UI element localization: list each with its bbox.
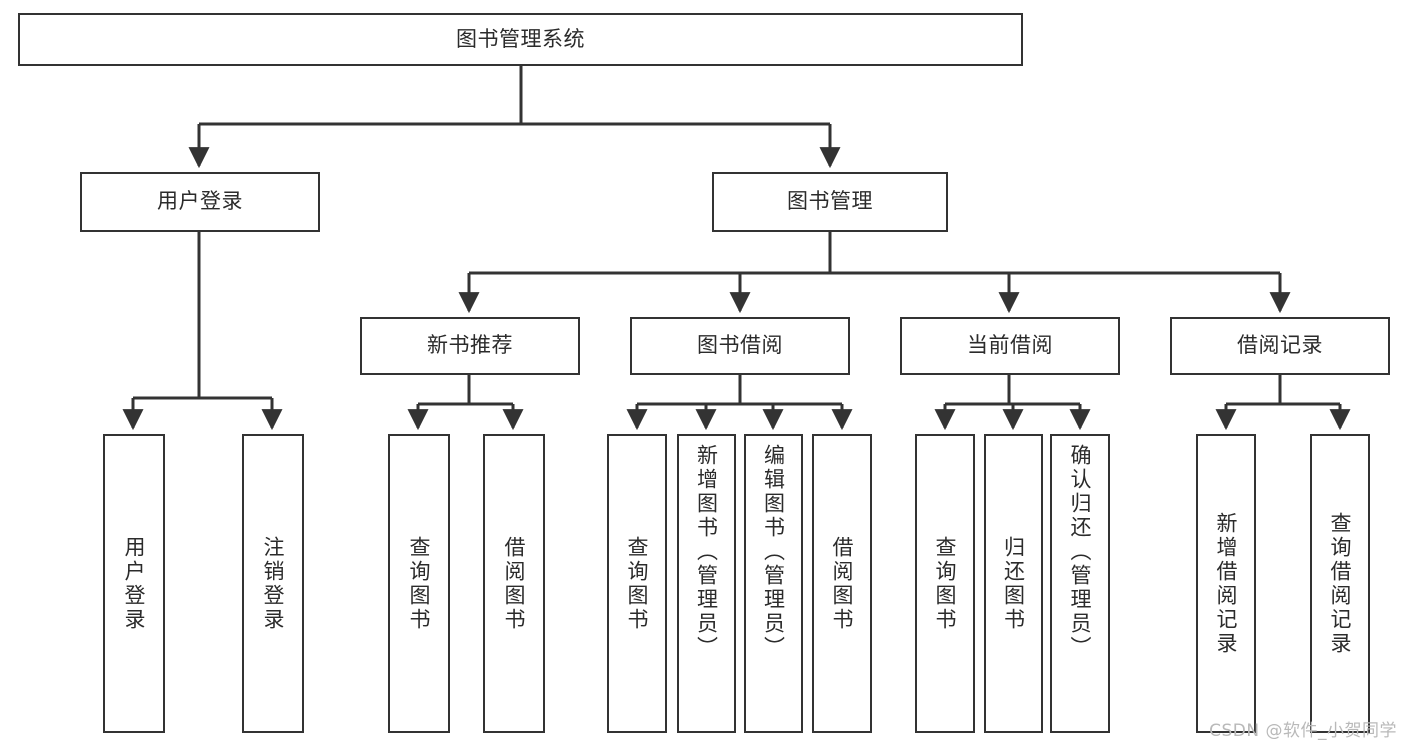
node-book-borrow[interactable]: 图书借阅 (630, 317, 850, 375)
leaf-add-book[interactable]: 新增图书（管理员） (677, 434, 736, 733)
leaf-borrow-book-2[interactable]: 借阅图书 (812, 434, 872, 733)
leaf-user-login[interactable]: 用户登录 (103, 434, 165, 733)
node-user-login-label: 用户登录 (157, 189, 243, 214)
leaf-confirm-return-label: 确认归还（管理员） (1068, 444, 1093, 660)
leaf-logout-login[interactable]: 注销登录 (242, 434, 304, 733)
node-current-borrow-label: 当前借阅 (967, 333, 1053, 358)
node-new-book-recommend[interactable]: 新书推荐 (360, 317, 580, 375)
leaf-query-book-3[interactable]: 查询图书 (915, 434, 975, 733)
leaf-return-book[interactable]: 归还图书 (984, 434, 1043, 733)
node-root-label: 图书管理系统 (456, 26, 585, 51)
node-book-manage[interactable]: 图书管理 (712, 172, 948, 232)
node-root[interactable]: 图书管理系统 (18, 13, 1023, 66)
leaf-add-record-label: 新增借阅记录 (1214, 511, 1239, 656)
node-new-book-recommend-label: 新书推荐 (427, 333, 513, 358)
leaf-user-login-label: 用户登录 (122, 535, 147, 632)
node-borrow-record-label: 借阅记录 (1237, 333, 1323, 358)
node-book-manage-label: 图书管理 (787, 189, 873, 214)
node-borrow-record[interactable]: 借阅记录 (1170, 317, 1390, 375)
leaf-borrow-book-1-label: 借阅图书 (502, 535, 527, 632)
leaf-query-book-1[interactable]: 查询图书 (388, 434, 450, 733)
leaf-query-book-3-label: 查询图书 (933, 535, 958, 632)
leaf-logout-login-label: 注销登录 (261, 535, 286, 632)
leaf-add-record[interactable]: 新增借阅记录 (1196, 434, 1256, 733)
leaf-borrow-book-2-label: 借阅图书 (830, 535, 855, 632)
leaf-add-book-label: 新增图书（管理员） (694, 444, 719, 660)
leaf-return-book-label: 归还图书 (1001, 535, 1026, 632)
leaf-query-record-label: 查询借阅记录 (1328, 511, 1353, 656)
leaf-query-book-2-label: 查询图书 (625, 535, 650, 632)
leaf-confirm-return[interactable]: 确认归还（管理员） (1050, 434, 1110, 733)
node-current-borrow[interactable]: 当前借阅 (900, 317, 1120, 375)
leaf-borrow-book-1[interactable]: 借阅图书 (483, 434, 545, 733)
leaf-query-book-2[interactable]: 查询图书 (607, 434, 667, 733)
csdn-watermark: CSDN @软件_小贺同学 (1209, 721, 1397, 741)
node-user-login[interactable]: 用户登录 (80, 172, 320, 232)
leaf-edit-book-label: 编辑图书（管理员） (761, 444, 786, 660)
node-book-borrow-label: 图书借阅 (697, 333, 783, 358)
leaf-edit-book[interactable]: 编辑图书（管理员） (744, 434, 803, 733)
leaf-query-record[interactable]: 查询借阅记录 (1310, 434, 1370, 733)
leaf-query-book-1-label: 查询图书 (407, 535, 432, 632)
